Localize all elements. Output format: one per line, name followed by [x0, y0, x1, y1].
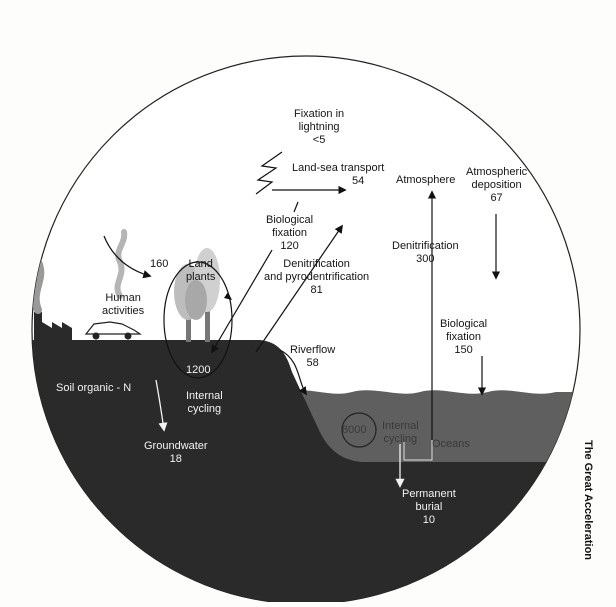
book-side-title: The Great Acceleration	[582, 440, 594, 600]
label-human-activities-value: 160	[150, 258, 168, 271]
label-atmosphere: Atmosphere	[396, 174, 455, 187]
label-soil-pool: 1200	[186, 364, 210, 377]
label-soil-organic-n: Soil organic - N	[56, 382, 131, 395]
label-oceans: Oceans	[432, 438, 470, 451]
label-ocean-pool: 8000	[342, 424, 366, 437]
